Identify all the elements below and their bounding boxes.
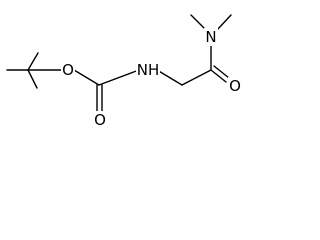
nitrogen-amide-label: N	[205, 28, 216, 46]
atom-oxygen-amide-carbonyl: O	[228, 77, 243, 95]
atom-label-layer: O O NH O N	[61, 28, 243, 129]
structure-canvas: O O NH O N	[0, 0, 254, 131]
atom-oxygen-ester: O	[61, 61, 75, 79]
bond-tbu-methyl-top	[27, 52, 39, 71]
bond-ester-oxygen-to-carbonyl	[73, 69, 100, 86]
bond-amide-carbonyl-a	[210, 69, 227, 83]
oxygen-carbamate-carbonyl-label: O	[94, 111, 106, 129]
atom-oxygen-carbamate-carbonyl: O	[92, 111, 107, 129]
oxygen-amide-carbonyl-label: O	[229, 77, 241, 95]
atom-nitrogen-carbamate: NH	[136, 61, 160, 79]
bond-n-methyl-left	[190, 14, 207, 31]
molecule-structure: O O NH O N	[6, 14, 243, 129]
bond-tbu-methyl-bottom	[27, 69, 38, 89]
oxygen-ester-label: O	[62, 61, 74, 79]
bond-layer	[6, 14, 232, 115]
bond-n-methyl-right	[216, 14, 232, 31]
bond-carbonyl-to-nh	[98, 69, 140, 86]
bond-ch2-to-amide-carbon	[181, 69, 212, 86]
nitrogen-carbamate-label: NH	[137, 61, 160, 79]
bond-amide-carbonyl-b	[213, 65, 230, 79]
bond-nh-to-ch2	[156, 69, 183, 86]
atom-nitrogen-amide: N	[204, 28, 218, 46]
